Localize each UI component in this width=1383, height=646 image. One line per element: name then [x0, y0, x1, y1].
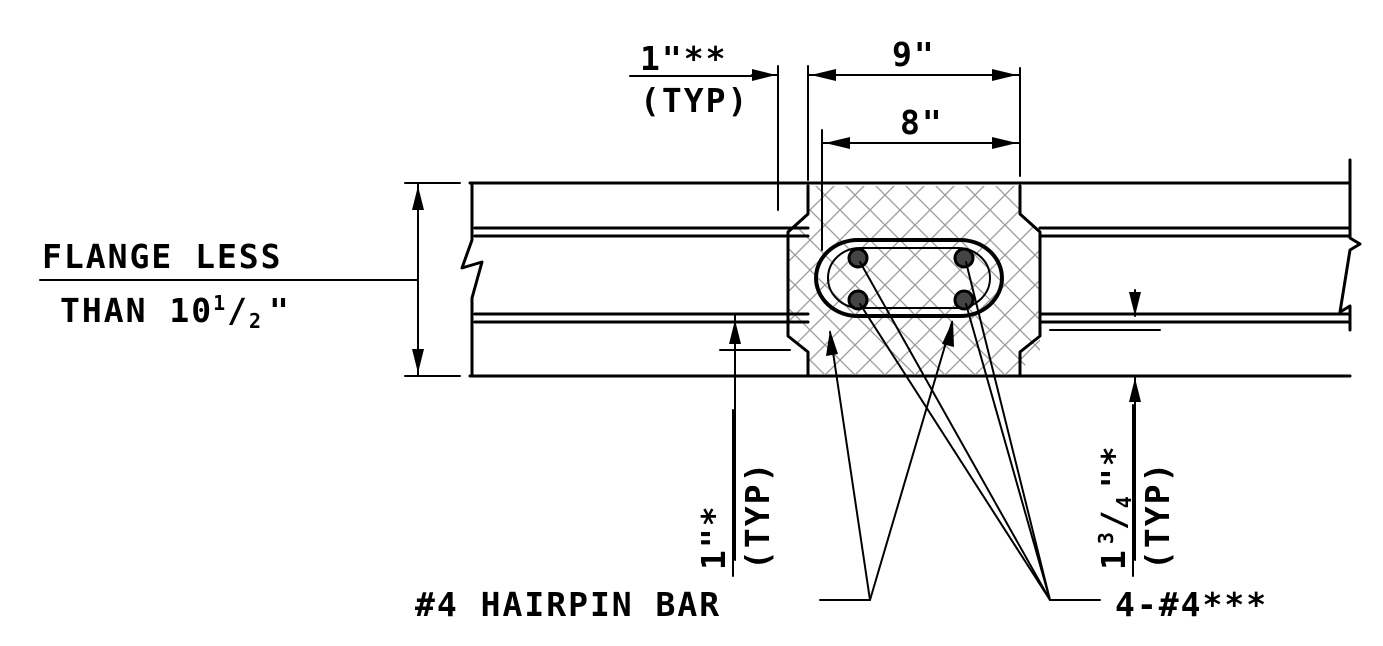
hairpin-bar-label: #4 HAIRPIN BAR [415, 585, 721, 624]
dim-1-3-4in-note: (TYP) [1138, 461, 1177, 570]
dim-8in-label: 8" [900, 103, 944, 142]
dim-top-1in-value: 1"** [640, 39, 727, 78]
dimension-9in [751, 65, 1021, 211]
dim-9in-label: 9" [892, 35, 936, 74]
dimension-1in-bottom [719, 315, 791, 561]
bars-label: 4-#4*** [1115, 585, 1268, 624]
flange-label-line2: THAN 101/2" [60, 291, 291, 333]
closure-pour-hatch [788, 186, 1040, 374]
hairpin-bar [814, 238, 1004, 318]
dim-bottom-1in-note: (TYP) [738, 461, 777, 570]
dim-bottom-1in-text: 1"* (TYP) [694, 409, 777, 577]
flange-outline [468, 181, 1352, 378]
break-lines [460, 158, 1362, 378]
dimension-8in [821, 129, 1021, 251]
reinforcing-bars [847, 247, 975, 311]
dim-top-1in-note: (TYP) [640, 81, 749, 120]
dim-1-3-4in-text: 13/4"* (TYP) [1094, 404, 1177, 577]
dim-bottom-1in-value: 1"* [694, 504, 733, 570]
dim-1-3-4in-value: 13/4"* [1094, 444, 1136, 570]
leader-lines [819, 261, 1101, 601]
dimension-1-3-4in [1049, 289, 1161, 561]
flange-label-line1: FLANGE LESS [42, 237, 283, 276]
flange-thickness-dimension [39, 182, 461, 377]
